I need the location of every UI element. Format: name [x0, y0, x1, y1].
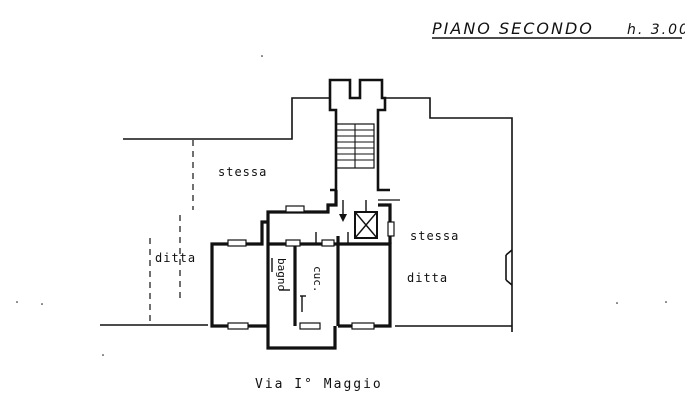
floor-title: PIANO SECONDO: [432, 19, 594, 38]
room-label-stessa-right: stessa: [410, 229, 459, 243]
floor-height: h. 3.00: [627, 22, 685, 38]
room-label-cucina: cuc.: [311, 266, 324, 293]
property-boundaries: [149, 140, 194, 325]
window-openings: [227, 205, 395, 330]
building-outline: [100, 97, 513, 332]
room-label-bagno: bagno: [275, 258, 288, 291]
room-label-ditta-right: ditta: [407, 271, 448, 285]
room-label-stessa-left: stessa: [218, 165, 267, 179]
scan-specks: [16, 55, 667, 356]
room-label-ditta-left: ditta: [155, 251, 196, 265]
stairwell: [328, 78, 400, 239]
street-label: Via I° Maggio: [255, 377, 383, 392]
interior-fixtures: [271, 232, 349, 312]
